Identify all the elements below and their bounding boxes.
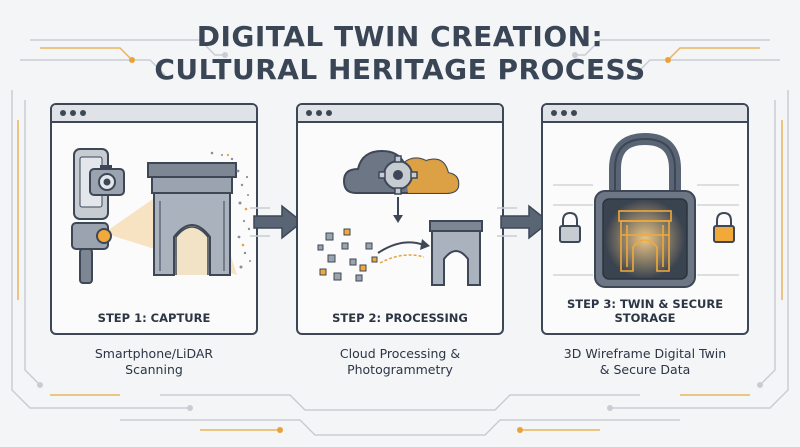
lidar-scanner-icon	[71, 222, 112, 284]
caption-line: Photogrammetry	[347, 362, 453, 377]
caption-line: & Secure Data	[599, 362, 691, 377]
small-lock-icon	[713, 211, 735, 243]
arrow-right-icon	[497, 204, 551, 240]
window-dot	[316, 110, 322, 116]
small-lock-icon	[559, 211, 581, 243]
panel-title-bar	[52, 105, 256, 123]
window-dot	[571, 110, 577, 116]
page-title: DIGITAL TWIN CREATION: CULTURAL HERITAGE…	[0, 20, 800, 86]
panel-title-bar	[543, 105, 747, 123]
window-dot	[80, 110, 86, 116]
window-dot	[60, 110, 66, 116]
caption-line: Smartphone/LiDAR	[94, 346, 214, 361]
capture-illustration	[71, 148, 251, 284]
title-line-2: CULTURAL HERITAGE PROCESS	[154, 53, 646, 86]
title-line-1: DIGITAL TWIN CREATION:	[196, 20, 604, 53]
processing-illustration	[317, 149, 483, 286]
window-dot	[70, 110, 76, 116]
caption-line: 3D Wireframe Digital Twin	[563, 346, 727, 361]
triumphal-arch-icon	[429, 220, 483, 286]
cloud-icon	[342, 149, 460, 194]
caption-line: Scanning	[125, 362, 183, 377]
window-dot	[306, 110, 312, 116]
window-dot	[561, 110, 567, 116]
step-1-caption: Smartphone/LiDAR Scanning	[50, 346, 258, 378]
step-3-label: STEP 3: TWIN & SECURE STORAGE	[566, 297, 724, 325]
triumphal-arch-icon	[147, 162, 237, 276]
scan-particles	[210, 151, 251, 269]
window-dot	[326, 110, 332, 116]
step-2-caption: Cloud Processing & Photogrammetry	[296, 346, 504, 378]
secure-storage-illustration	[553, 132, 739, 288]
step-3-caption: 3D Wireframe Digital Twin & Secure Data	[541, 346, 749, 378]
step-2-label: STEP 2: PROCESSING	[332, 311, 468, 325]
wireframe-arch-icon	[618, 210, 672, 272]
panel-title-bar	[298, 105, 502, 123]
step-3-panel: STEP 3: TWIN & SECURE STORAGE	[541, 103, 749, 335]
window-dot	[551, 110, 557, 116]
gear-icon	[378, 155, 418, 195]
camera-icon	[89, 165, 125, 196]
step-2-panel: STEP 2: PROCESSING	[296, 103, 504, 335]
step-1-panel: STEP 1: CAPTURE	[50, 103, 258, 335]
circuit-lines	[553, 184, 739, 276]
point-cloud-icon	[317, 228, 378, 282]
arrow-right-icon	[250, 204, 304, 240]
step-1-label: STEP 1: CAPTURE	[97, 311, 211, 325]
caption-line: Cloud Processing &	[339, 346, 461, 361]
